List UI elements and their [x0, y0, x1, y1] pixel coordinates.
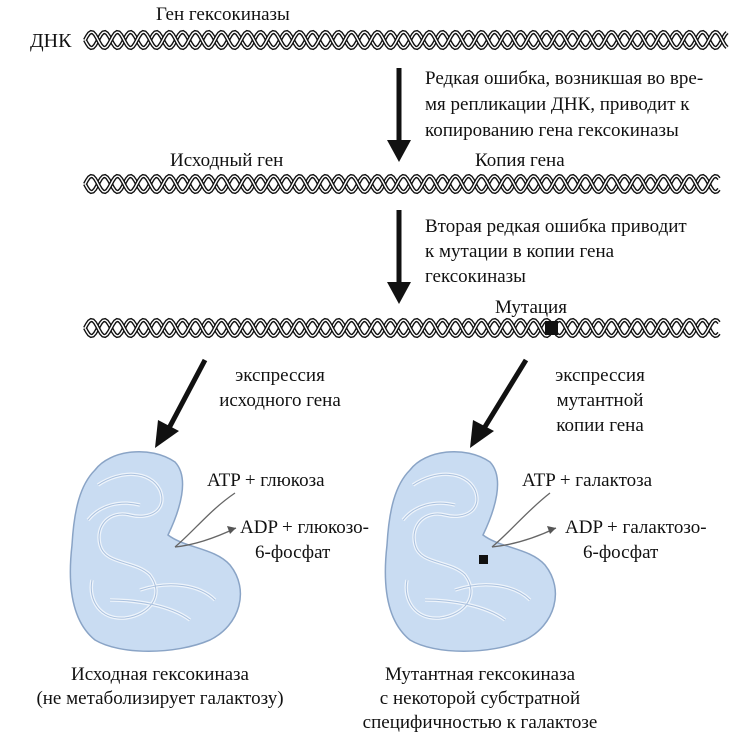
mutation-label: Мутация	[495, 297, 567, 318]
step2-line3: гексокиназы	[425, 266, 526, 287]
reaction-arrows-right	[491, 492, 557, 548]
original-gene-label: Исходный ген	[170, 150, 284, 171]
down-arrow-1	[387, 68, 411, 162]
reaction-arrows-left	[174, 492, 237, 548]
right-caption-line2: с некоторой субстратной	[379, 688, 581, 709]
step1-line2: мя репликации ДНК, приводит к	[425, 94, 690, 115]
enzyme-mutant	[384, 450, 557, 652]
diag-arrow-right	[470, 358, 529, 448]
diag-arrow-left	[155, 358, 208, 448]
step1-line1: Редкая ошибка, возникшая во вре-	[425, 68, 704, 89]
expr-left-line2: исходного гена	[219, 390, 341, 411]
right-substrate: ATP + галактоза	[522, 470, 653, 491]
dna-helix-mutated	[83, 317, 721, 339]
expr-right-line1: экспрессия	[555, 365, 645, 386]
left-substrate: ATP + глюкоза	[207, 470, 325, 491]
dna-helix-original	[83, 29, 729, 51]
gene-copy-label: Копия гена	[475, 150, 565, 171]
step2-line1: Вторая редкая ошибка приводит	[425, 216, 687, 237]
right-caption-line1: Мутантная гексокиназа	[384, 664, 576, 685]
dna-helix-duplicated	[83, 173, 721, 195]
mutation-site-marker	[479, 555, 488, 564]
expr-right-line3: копии гена	[556, 415, 644, 436]
left-caption-line2: (не метаболизирует галактозу)	[36, 688, 284, 709]
enzyme-original	[69, 450, 242, 652]
step2-line2: к мутации в копии гена	[425, 241, 615, 262]
mutation-marker	[545, 321, 558, 335]
dna-label: ДНК	[30, 30, 72, 52]
expr-left-line1: экспрессия	[235, 365, 325, 386]
down-arrow-2	[387, 210, 411, 304]
left-product-line2: 6-фосфат	[255, 542, 331, 563]
right-product-line2: 6-фосфат	[583, 542, 659, 563]
step1-line3: копированию гена гексокиназы	[425, 120, 679, 141]
gene-label: Ген гексокиназы	[156, 4, 290, 25]
right-product-line1: ADP + галактозо-	[565, 517, 707, 538]
left-product-line1: ADP + глюкозо-	[240, 517, 370, 538]
left-caption-line1: Исходная гексокиназа	[71, 664, 249, 685]
right-caption-line3: специфичностью к галактозе	[362, 712, 598, 733]
expr-right-line2: мутантной	[556, 390, 644, 411]
